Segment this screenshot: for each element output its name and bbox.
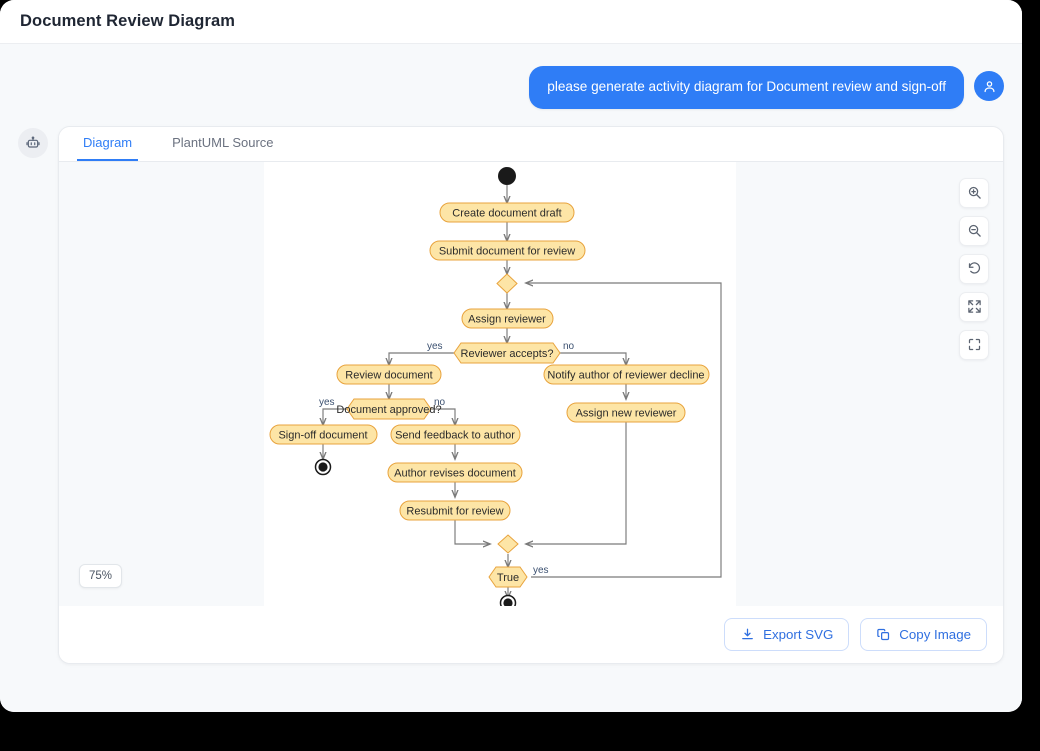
edge-label: yes (533, 565, 549, 576)
zoom-in-icon (968, 187, 981, 200)
edge-label: no (434, 397, 446, 408)
card-actions: Export SVG Copy Image (59, 605, 1003, 663)
node-action: Create document draft (439, 202, 575, 223)
node-merge (496, 273, 518, 294)
diagram-canvas[interactable]: Create document draft Submit document fo… (59, 161, 1003, 606)
export-svg-label: Export SVG (763, 626, 834, 642)
node-action: Review document (336, 364, 442, 385)
svg-text:True: True (497, 572, 519, 584)
svg-text:Send feedback to author: Send feedback to author (395, 429, 515, 441)
fit-to-screen-button[interactable] (959, 291, 989, 322)
svg-text:Resubmit for review: Resubmit for review (406, 505, 503, 517)
node-action: Author revises document (387, 462, 523, 483)
svg-text:Submit document for review: Submit document for review (439, 245, 575, 257)
node-action: Notify author of reviewer decline (543, 364, 710, 385)
svg-text:Assign reviewer: Assign reviewer (468, 313, 546, 325)
node-decision: Document approved? (336, 398, 442, 420)
zoom-level-badge: 75% (79, 563, 123, 588)
user-message-bubble: please generate activity diagram for Doc… (529, 66, 964, 109)
copy-image-button[interactable]: Copy Image (860, 617, 987, 651)
node-start (498, 166, 516, 185)
robot-icon (26, 136, 40, 148)
reset-view-button[interactable] (959, 253, 989, 284)
fit-screen-icon (967, 300, 981, 314)
reset-icon (968, 262, 980, 275)
svg-text:Reviewer accepts?: Reviewer accepts? (461, 348, 554, 360)
card-tabs: Diagram PlantUML Source (59, 126, 1003, 162)
svg-text:Author revises document: Author revises document (394, 467, 516, 479)
svg-text:Document approved?: Document approved? (336, 404, 441, 416)
zoom-out-button[interactable] (959, 215, 989, 246)
svg-text:Review document: Review document (345, 369, 432, 381)
app-header: Document Review Diagram (0, 0, 1022, 44)
svg-text:Create document draft: Create document draft (452, 207, 561, 219)
edge-label: yes (427, 341, 443, 352)
export-svg-button[interactable]: Export SVG (724, 617, 850, 651)
node-decision: Reviewer accepts? (453, 342, 561, 364)
bot-avatar (18, 127, 48, 158)
tab-plantuml-source[interactable]: PlantUML Source (172, 134, 274, 150)
node-action: Resubmit for review (399, 500, 511, 521)
canvas-controls (959, 177, 989, 360)
edge-label: no (563, 341, 575, 352)
download-icon (740, 627, 755, 642)
activity-diagram-svg: Create document draft Submit document fo… (269, 166, 722, 606)
copy-icon (876, 627, 891, 642)
tab-diagram[interactable]: Diagram (77, 135, 139, 161)
avatar (974, 71, 1004, 101)
svg-text:Notify author of reviewer decl: Notify author of reviewer decline (547, 369, 704, 381)
node-decision: True (488, 566, 528, 588)
diagram-surface[interactable]: Create document draft Submit document fo… (264, 161, 736, 606)
fullscreen-icon (968, 339, 980, 351)
fullscreen-button[interactable] (959, 329, 989, 360)
svg-text:Sign-off document: Sign-off document (278, 429, 367, 441)
node-action: Sign-off document (269, 424, 378, 445)
assistant-result-row: Diagram PlantUML Source (0, 109, 1022, 664)
node-action: Assign reviewer (461, 308, 554, 329)
page-title: Document Review Diagram (20, 12, 236, 30)
diagram-result-card: Diagram PlantUML Source (58, 125, 1004, 664)
user-message-row: please generate activity diagram for Doc… (0, 44, 1022, 109)
node-end (314, 458, 332, 476)
zoom-in-button[interactable] (959, 177, 989, 208)
node-action: Submit document for review (429, 240, 586, 261)
node-action: Send feedback to author (390, 424, 521, 445)
app-window: Document Review Diagram please generate … (0, 0, 1022, 712)
node-end (499, 594, 517, 606)
app-body: please generate activity diagram for Doc… (0, 44, 1022, 712)
node-merge (497, 534, 519, 554)
user-icon (984, 80, 994, 92)
edge-label: yes (319, 397, 335, 408)
copy-image-label: Copy Image (899, 626, 971, 642)
zoom-out-icon (968, 225, 981, 238)
node-action: Assign new reviewer (566, 402, 686, 423)
svg-text:Assign new reviewer: Assign new reviewer (576, 407, 677, 419)
